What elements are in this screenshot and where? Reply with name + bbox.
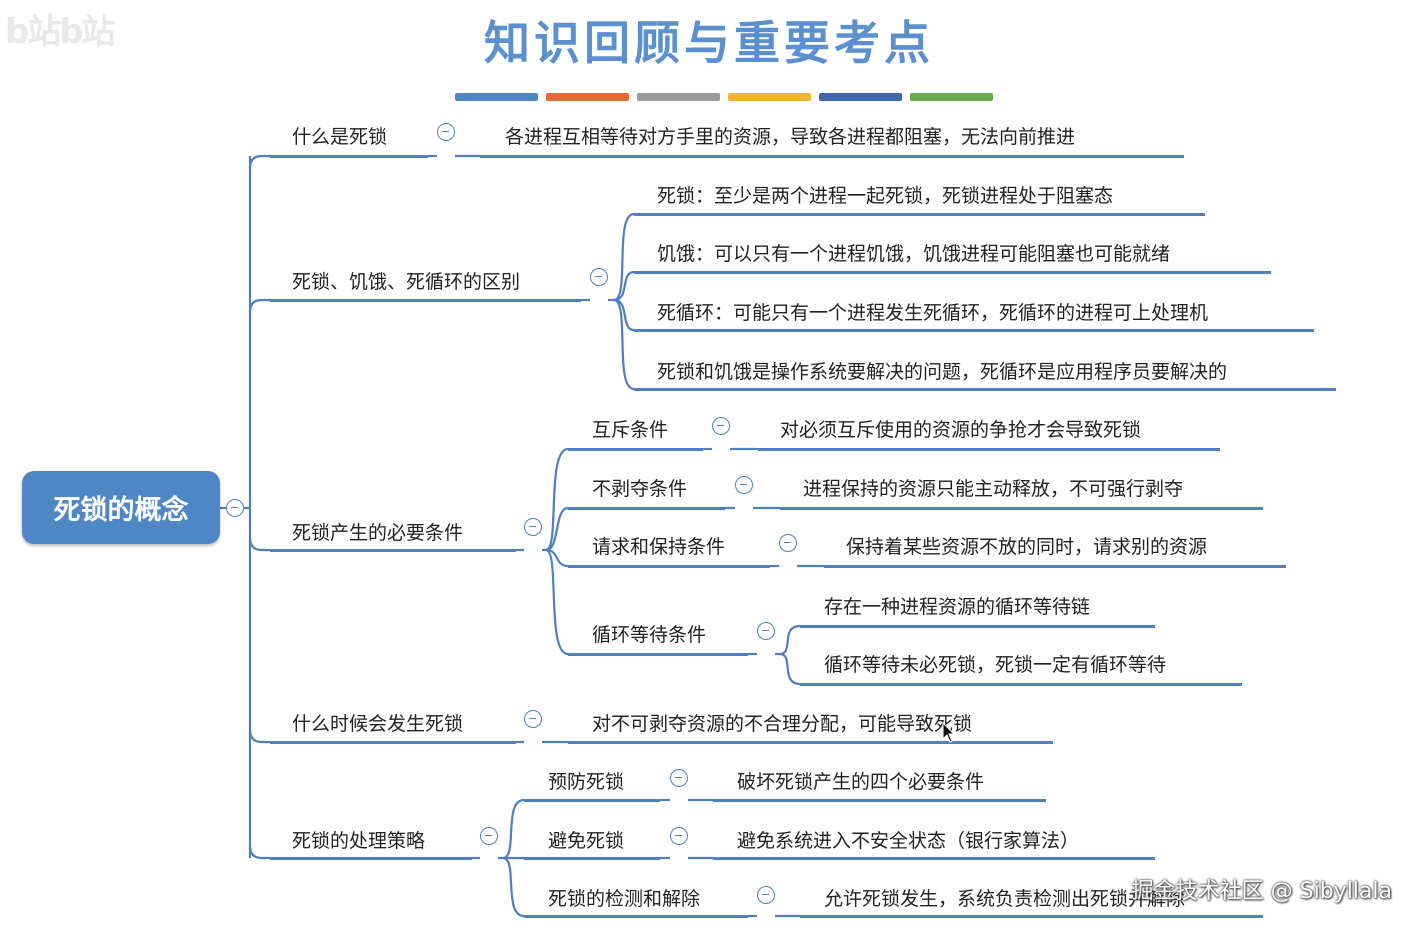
cond-loop-underline bbox=[568, 653, 748, 656]
collapse-icon[interactable] bbox=[437, 123, 455, 141]
diff-item-2[interactable]: 饥饿：可以只有一个进程饥饿，饥饿进程可能阻塞也可能就绪 bbox=[657, 243, 1171, 265]
strategy-item-1-underline bbox=[524, 799, 660, 802]
strategy-item-3-desc[interactable]: 允许死锁发生，系统负责检测出死锁并解除 bbox=[824, 888, 1186, 910]
stripe-gray bbox=[637, 93, 720, 101]
node-when-desc-underline bbox=[568, 741, 1053, 744]
diff-item-1-underline bbox=[634, 213, 1205, 216]
collapse-icon[interactable] bbox=[757, 622, 775, 640]
mouse-cursor-icon bbox=[942, 722, 956, 743]
node-what-desc[interactable]: 各进程互相等待对方手里的资源，导致各进程都阻塞，无法向前推进 bbox=[505, 126, 1076, 148]
strategy-item-3-desc-underline bbox=[800, 915, 1263, 918]
node-cond-underline bbox=[270, 549, 516, 552]
collapse-icon[interactable] bbox=[779, 534, 797, 552]
strategy-item-2-underline bbox=[524, 857, 660, 860]
diff-item-2-underline bbox=[634, 271, 1271, 274]
node-strategy-label[interactable]: 死锁的处理策略 bbox=[292, 830, 426, 852]
cond-item-1-label[interactable]: 互斥条件 bbox=[592, 419, 669, 441]
strategy-item-3-label[interactable]: 死锁的检测和解除 bbox=[548, 888, 701, 910]
cond-item-1-desc[interactable]: 对必须互斥使用的资源的争抢才会导致死锁 bbox=[780, 419, 1142, 441]
watermark-logo: b站b站 bbox=[5, 12, 116, 52]
collapse-icon[interactable] bbox=[735, 476, 753, 494]
node-when-underline bbox=[270, 741, 516, 744]
cond-item-3-desc-underline bbox=[824, 565, 1286, 568]
loop-item-2-underline bbox=[800, 683, 1242, 686]
node-when-desc[interactable]: 对不可剥夺资源的不合理分配，可能导致死锁 bbox=[592, 713, 973, 735]
stripe-yellow bbox=[728, 93, 811, 101]
collapse-icon[interactable] bbox=[590, 268, 608, 286]
node-what-label[interactable]: 什么是死锁 bbox=[292, 126, 388, 148]
stripe-orange bbox=[546, 93, 629, 101]
collapse-icon[interactable] bbox=[712, 417, 730, 435]
node-diff-underline bbox=[270, 299, 581, 302]
cond-item-1-underline bbox=[568, 448, 703, 451]
collapse-icon[interactable] bbox=[524, 710, 542, 728]
stripe-blue bbox=[455, 93, 538, 101]
loop-item-2[interactable]: 循环等待未必死锁，死锁一定有循环等待 bbox=[824, 654, 1167, 676]
cond-item-1-desc-underline bbox=[758, 448, 1220, 451]
cond-item-2-desc-underline bbox=[780, 507, 1263, 510]
cond-item-3-label[interactable]: 请求和保持条件 bbox=[592, 536, 726, 558]
loop-item-1-underline bbox=[800, 625, 1155, 628]
stripe-green bbox=[910, 93, 993, 101]
root-node[interactable]: 死锁的概念 bbox=[22, 471, 220, 544]
collapse-icon[interactable] bbox=[670, 827, 688, 845]
cond-loop-label[interactable]: 循环等待条件 bbox=[592, 624, 707, 646]
strategy-item-1-desc-underline bbox=[713, 799, 1046, 802]
strategy-item-2-desc[interactable]: 避免系统进入不安全状态（银行家算法） bbox=[737, 830, 1080, 852]
collapse-icon[interactable] bbox=[480, 827, 498, 845]
strategy-item-3-underline bbox=[524, 915, 748, 918]
diff-item-3-underline bbox=[634, 329, 1314, 332]
node-what-underline bbox=[270, 155, 428, 158]
strategy-item-2-desc-underline bbox=[713, 857, 1155, 860]
cond-item-2-desc[interactable]: 进程保持的资源只能主动释放，不可强行剥夺 bbox=[803, 478, 1184, 500]
node-when-label[interactable]: 什么时候会发生死锁 bbox=[292, 713, 464, 735]
strategy-item-2-label[interactable]: 避免死锁 bbox=[548, 830, 625, 852]
collapse-icon[interactable] bbox=[226, 499, 244, 517]
color-stripes bbox=[455, 93, 1001, 101]
page-title: 知识回顾与重要考点 bbox=[484, 16, 934, 70]
loop-item-1[interactable]: 存在一种进程资源的循环等待链 bbox=[824, 596, 1091, 618]
cond-item-3-desc[interactable]: 保持着某些资源不放的同时，请求别的资源 bbox=[846, 536, 1208, 558]
cond-item-2-label[interactable]: 不剥夺条件 bbox=[592, 478, 688, 500]
watermark-text: 掘金技术社区 @ Sibyllala bbox=[1131, 879, 1392, 904]
node-cond-label[interactable]: 死锁产生的必要条件 bbox=[292, 522, 464, 544]
strategy-item-1-label[interactable]: 预防死锁 bbox=[548, 771, 625, 793]
node-strategy-underline bbox=[270, 857, 472, 860]
cond-item-3-underline bbox=[568, 565, 770, 568]
diff-item-4-underline bbox=[634, 388, 1336, 391]
node-diff-label[interactable]: 死锁、饥饿、死循环的区别 bbox=[292, 271, 521, 293]
collapse-icon[interactable] bbox=[757, 886, 775, 904]
collapse-icon[interactable] bbox=[524, 518, 542, 536]
collapse-icon[interactable] bbox=[670, 769, 688, 787]
strategy-item-1-desc[interactable]: 破坏死锁产生的四个必要条件 bbox=[737, 771, 985, 793]
diff-item-4[interactable]: 死锁和饥饿是操作系统要解决的问题，死循环是应用程序员要解决的 bbox=[657, 361, 1228, 383]
cond-item-2-underline bbox=[568, 507, 725, 510]
stripe-navy bbox=[819, 93, 902, 101]
diff-item-1[interactable]: 死锁：至少是两个进程一起死锁，死锁进程处于阻塞态 bbox=[657, 185, 1114, 207]
diff-item-3[interactable]: 死循环：可能只有一个进程发生死循环，死循环的进程可上处理机 bbox=[657, 302, 1209, 324]
node-what-desc-underline bbox=[480, 155, 1184, 158]
